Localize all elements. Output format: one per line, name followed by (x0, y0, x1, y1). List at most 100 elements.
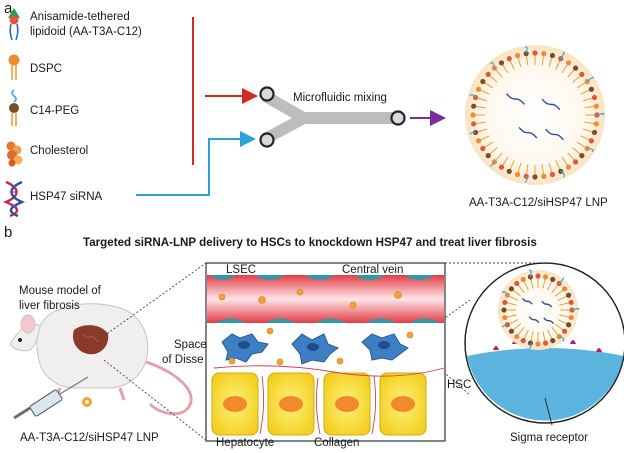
sirna-inlet-arrow (136, 131, 256, 196)
lnp-lipid-head (579, 71, 585, 77)
lnp-peg-chain (560, 170, 565, 178)
lnp-sirna-strand (521, 297, 533, 305)
lnp-lipid-head (506, 56, 512, 62)
lnp-lipid-head (541, 51, 547, 57)
lnp-lipid-head (588, 138, 594, 144)
lnp-lipid-head (568, 314, 574, 321)
lnp-peg-chain (469, 94, 477, 98)
lnp-lipid-head (514, 171, 521, 178)
lnp-sirna-strand (541, 300, 553, 308)
lnp-lipid-head (508, 286, 515, 292)
microfluidic-chip (259, 86, 406, 148)
lnp-sirna-strand (528, 316, 540, 324)
lnp-particle-large (465, 45, 605, 185)
mouse-label-line2: liver fibrosis (19, 300, 80, 312)
lnp-lipid-head (520, 338, 526, 344)
liver-tissue-panel (205, 262, 446, 442)
cholesterol-icon (6, 141, 23, 167)
lnp-sirna-strand (545, 128, 564, 141)
lnp-peg-chain (490, 161, 495, 167)
lnp-lipid-head (565, 60, 572, 66)
lnp-lipid-head (471, 121, 477, 127)
lnp-lipid-head (514, 333, 520, 340)
lnp-lipid-head (542, 340, 549, 346)
space-of-disse-line1: Space (174, 339, 207, 351)
sigma-receptor-label: Sigma receptor (510, 432, 588, 444)
lnp-lipid-head (498, 164, 505, 170)
component-label-cholesterol: Cholesterol (30, 145, 89, 157)
lnp-lipid-head (502, 299, 508, 306)
lnp-lipid-head (514, 52, 521, 59)
lnp-lipid-head (485, 153, 491, 159)
panel-b-letter: b (4, 224, 13, 241)
hepatocyte-label: Hepatocyte (216, 437, 275, 449)
component-label-lipidoid-line1: Anisamide-tethered (30, 11, 130, 23)
lnp-lipid-head (535, 341, 541, 347)
lnp-lipid-head (508, 328, 515, 334)
syringe-icon (13, 376, 92, 420)
c14-peg-lipid-icon (9, 89, 19, 126)
lnp-lipid-head (501, 307, 507, 313)
lnp-lipid-head (532, 50, 538, 56)
space-of-disse-line2: of Disse (162, 354, 204, 366)
lnp-lipid-head (588, 86, 594, 92)
lnp-lipid-head (549, 52, 556, 59)
lnp-lipid-head (561, 286, 568, 292)
lnp-sirna-strand (518, 126, 538, 139)
component-label-sirna: HSP47 siRNA (30, 191, 103, 203)
panel-a-letter: a (4, 0, 13, 17)
lnp-lipid-head (579, 153, 585, 159)
lnp-peg-chain (528, 269, 532, 277)
lnp-lipid-head (480, 145, 486, 152)
lnp-lipid-head (485, 71, 491, 77)
lnp-peg-chain (501, 291, 508, 296)
mouse-illustration (9, 303, 193, 416)
lnp-lipid-head (471, 103, 477, 109)
lnp-lipid-head (591, 129, 598, 136)
lnp-lipid-head (550, 338, 556, 344)
lnp-lipid-head (476, 138, 482, 144)
lnp-peg-chain (596, 112, 605, 116)
lnp-lipid-head (480, 78, 486, 85)
component-label-lipidoid-line2: lipidoid (AA-T3A-C12) (30, 26, 142, 38)
lnp-lipid-head (532, 174, 538, 180)
lnp-sirna-strand (506, 93, 525, 105)
lnp-lipid-head (573, 65, 579, 71)
lsec-label: LSEC (226, 264, 257, 276)
component-label-dspc: DSPC (30, 63, 62, 75)
lnp-lipid-head (593, 121, 599, 127)
lnp-lipid-head (593, 103, 599, 109)
injection-label: AA-T3A-C12/siHSP47 LNP (20, 432, 159, 444)
mixing-label: Microfluidic mixing (293, 92, 387, 104)
lnp-peg-chain (524, 46, 528, 54)
lnp-lipid-head (549, 171, 556, 178)
dspc-lipid-icon (8, 54, 20, 80)
lnp-lipid-head (565, 164, 572, 170)
lnp-peg-chain (524, 176, 528, 183)
lnp-peg-chain (560, 51, 565, 59)
lnp-lipid-head (502, 314, 508, 321)
lnp-lipid-head (561, 328, 568, 334)
lnp-lipid-head (566, 322, 572, 328)
lnp-product-label: AA-T3A-C12/siHSP47 LNP (469, 197, 608, 209)
lnp-lipid-head (535, 273, 541, 279)
lnp-lipid-head (550, 276, 556, 282)
lnp-peg-chain (586, 76, 594, 82)
central-vein-label: Central vein (342, 264, 404, 276)
anisamide-lipidoid-icon (8, 8, 20, 41)
lnp-sirna-strand (543, 317, 555, 325)
lnp-peg-chain (558, 277, 565, 284)
lnp-peg-chain (587, 147, 594, 153)
sirna-helix-icon (2, 180, 26, 218)
collagen-label: Collagen (314, 437, 360, 449)
lnp-lipid-head (470, 112, 476, 118)
lnp-lipid-head (514, 280, 520, 287)
lnp-lipid-head (542, 274, 549, 280)
lnp-lipid-head (498, 60, 505, 66)
lnp-peg-chain (571, 307, 580, 311)
lnp-lipid-head (584, 145, 590, 152)
lnp-lipid-head (573, 159, 579, 165)
receptor-zoom-circle (464, 262, 624, 426)
panel-b-title: Targeted siRNA-LNP delivery to HSCs to k… (83, 236, 537, 249)
